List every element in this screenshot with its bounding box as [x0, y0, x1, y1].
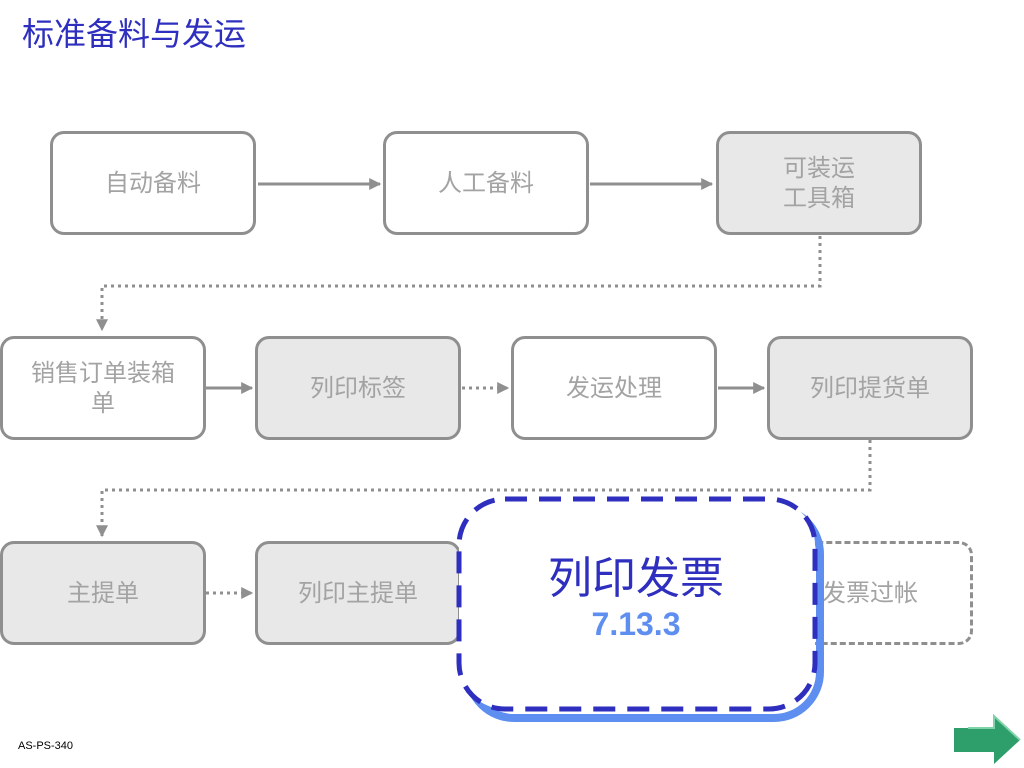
box-label: 列印提货单	[810, 374, 930, 402]
box-label: 人工备料	[438, 169, 534, 197]
highlight-frame	[456, 496, 824, 722]
box-print-bol[interactable]: 列印提货单	[767, 336, 973, 440]
box-auto-picking[interactable]: 自动备料	[50, 131, 256, 235]
box-label: 发运处理	[566, 374, 662, 402]
dotted-connector-bol-to-master	[96, 440, 872, 538]
box-label: 销售订单装箱 单	[31, 359, 175, 417]
page-title: 标准备料与发运	[22, 15, 247, 53]
highlight-print-invoice[interactable]: 列印发票 7.13.3	[456, 496, 824, 722]
box-print-master-bol[interactable]: 列印主提单	[255, 541, 461, 645]
box-master-bol[interactable]: 主提单	[0, 541, 206, 645]
highlight-title: 列印发票	[548, 553, 724, 604]
box-label: 列印标签	[310, 374, 406, 402]
box-label: 发票过帐	[822, 579, 918, 607]
box-label: 主提单	[67, 579, 139, 607]
footer-code: AS-PS-340	[18, 740, 74, 752]
box-print-labels[interactable]: 列印标签	[255, 336, 461, 440]
dotted-connector-toolbox-to-packing	[96, 236, 822, 332]
box-label: 可装运 工具箱	[783, 154, 855, 212]
box-manual-picking[interactable]: 人工备料	[383, 131, 589, 235]
highlight-code: 7.13.3	[591, 606, 681, 642]
box-so-packing[interactable]: 销售订单装箱 单	[0, 336, 206, 440]
box-label: 自动备料	[105, 169, 201, 197]
box-ship-process[interactable]: 发运处理	[511, 336, 717, 440]
box-label: 列印主提单	[298, 579, 418, 607]
next-arrow-icon[interactable]	[950, 712, 1024, 768]
box-shippable-toolbox[interactable]: 可装运 工具箱	[716, 131, 922, 235]
